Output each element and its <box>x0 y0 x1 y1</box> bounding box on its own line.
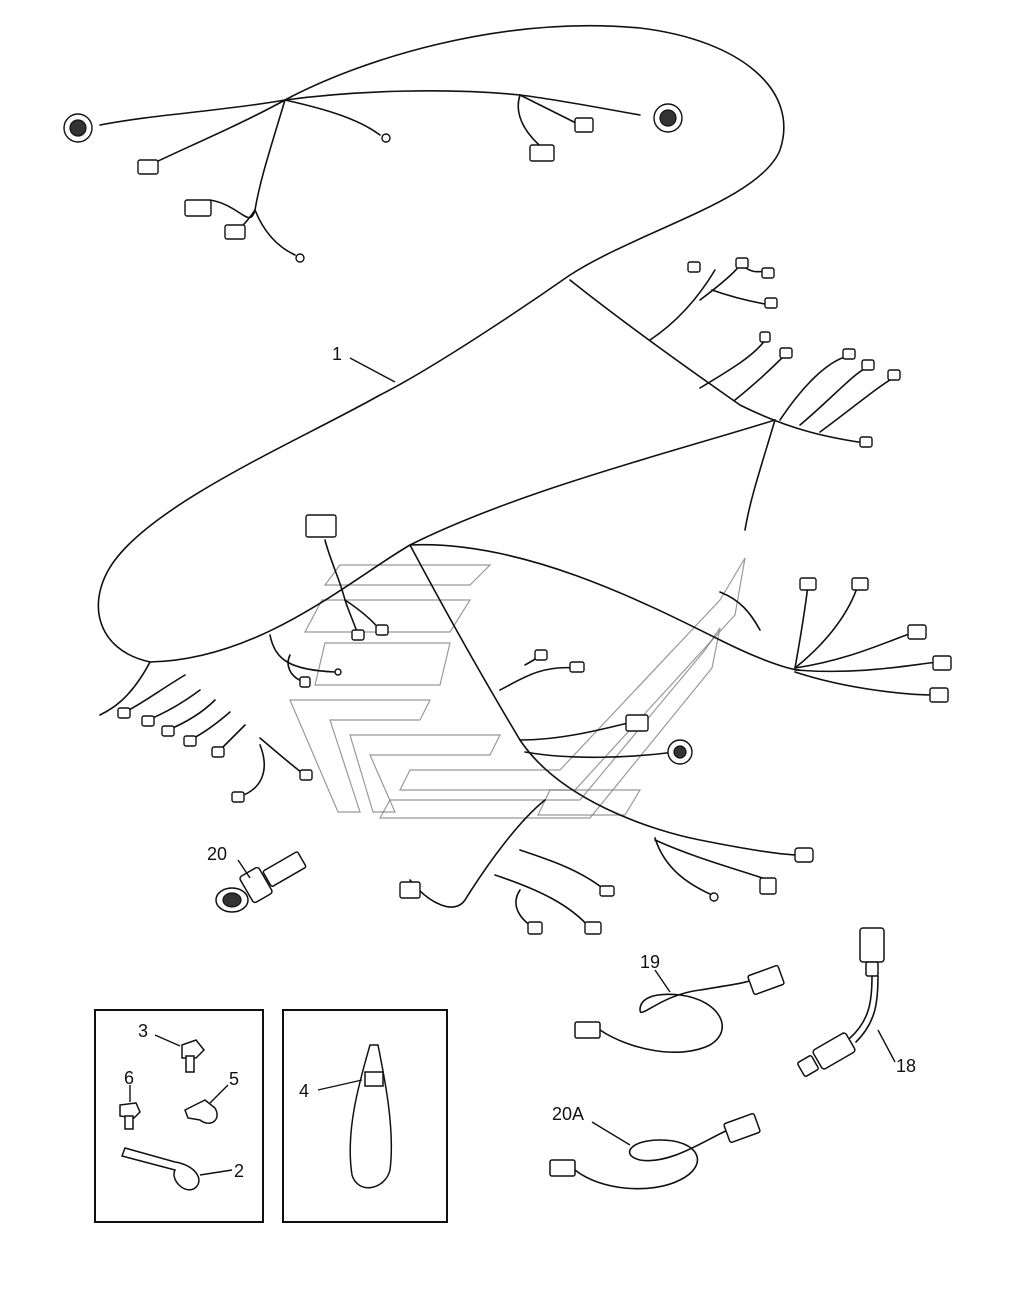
callout-1: 1 <box>332 344 342 364</box>
watermark-logo <box>289 557 746 819</box>
screw-part <box>119 1102 141 1130</box>
callout-2: 2 <box>234 1161 244 1181</box>
main-harness <box>97 24 939 929</box>
callout-20a: 20A <box>552 1104 584 1124</box>
pressure-switch-part <box>215 851 307 913</box>
callout-4: 4 <box>299 1081 309 1101</box>
cable-tie-box <box>282 1009 448 1223</box>
bolt-part <box>181 1039 206 1073</box>
temperature-sensor-part <box>797 927 885 1077</box>
callouts: 1 20 19 20A 18 3 6 5 2 4 <box>124 344 916 1181</box>
callout-3: 3 <box>138 1021 148 1041</box>
clip-part <box>121 1147 200 1191</box>
sensor-20a-part <box>549 1112 761 1190</box>
sensor-19-part <box>574 964 785 1053</box>
callout-5: 5 <box>229 1069 239 1089</box>
clamp-part <box>184 1099 218 1124</box>
connectors <box>63 103 952 935</box>
callout-6: 6 <box>124 1068 134 1088</box>
callout-18: 18 <box>896 1056 916 1076</box>
callout-20: 20 <box>207 844 227 864</box>
callout-19: 19 <box>640 952 660 972</box>
hardware-box <box>94 1009 264 1223</box>
